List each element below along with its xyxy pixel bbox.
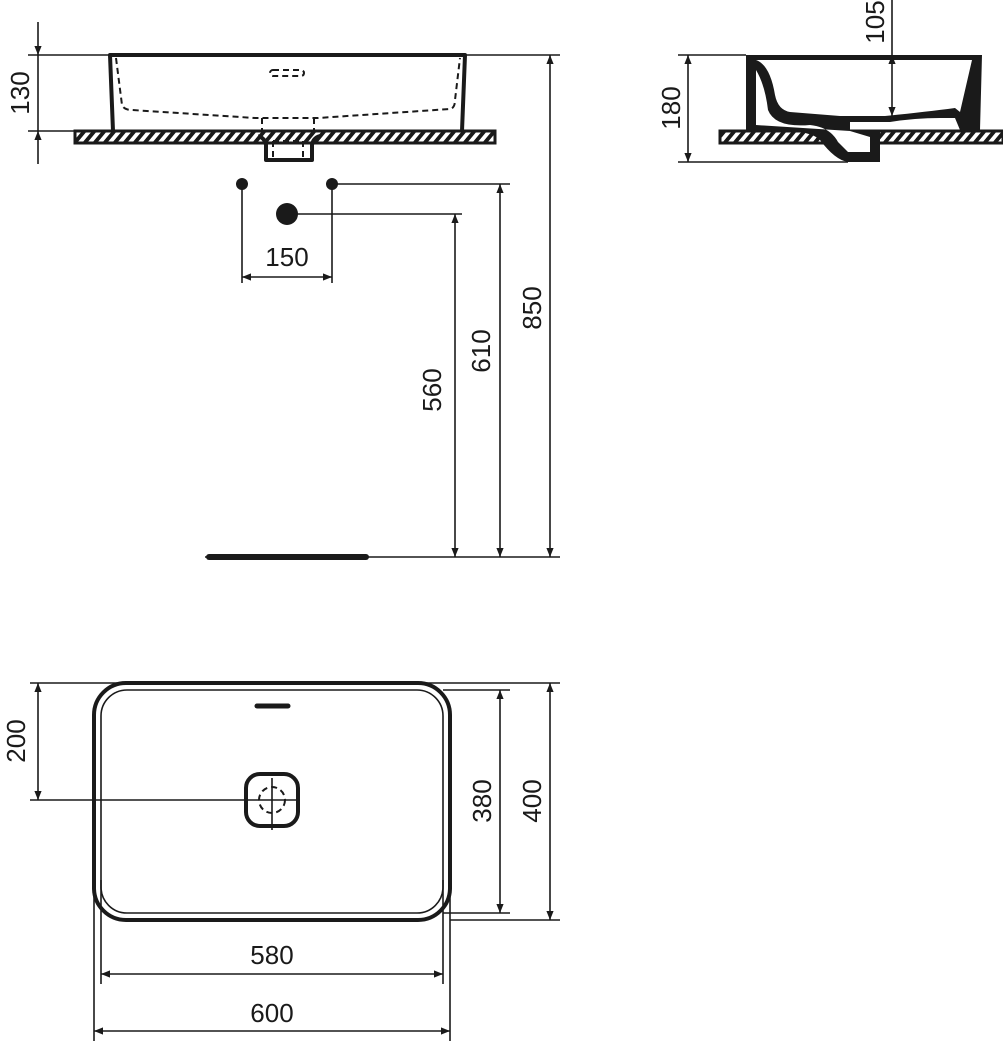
dim-400: 400 [517, 779, 547, 822]
dim-380: 380 [467, 779, 497, 822]
dim-180: 180 [656, 86, 686, 129]
front-view: 130 150 560 610 850 [5, 22, 560, 560]
waste-outlet [257, 134, 321, 162]
dim-600: 600 [250, 998, 293, 1028]
dim-130: 130 [5, 71, 35, 114]
dim-850: 850 [517, 286, 547, 329]
dim-560: 560 [417, 368, 447, 411]
bowl-cavity [756, 60, 972, 116]
dim-105: 105 [860, 0, 890, 43]
plan-view: 200 380 400 580 600 [1, 681, 560, 1041]
dim-200: 200 [1, 719, 31, 762]
basin-outline [108, 53, 467, 132]
dim-150: 150 [265, 242, 308, 272]
section-hollow [756, 70, 870, 152]
side-view: 180 105 [656, 0, 1003, 163]
basin-inner-hidden [115, 57, 461, 119]
basin-inner-outline [100, 689, 444, 914]
dim-580: 580 [250, 940, 293, 970]
overflow-hidden [269, 69, 305, 77]
countertop-section [73, 129, 497, 145]
dim-610: 610 [466, 329, 496, 372]
